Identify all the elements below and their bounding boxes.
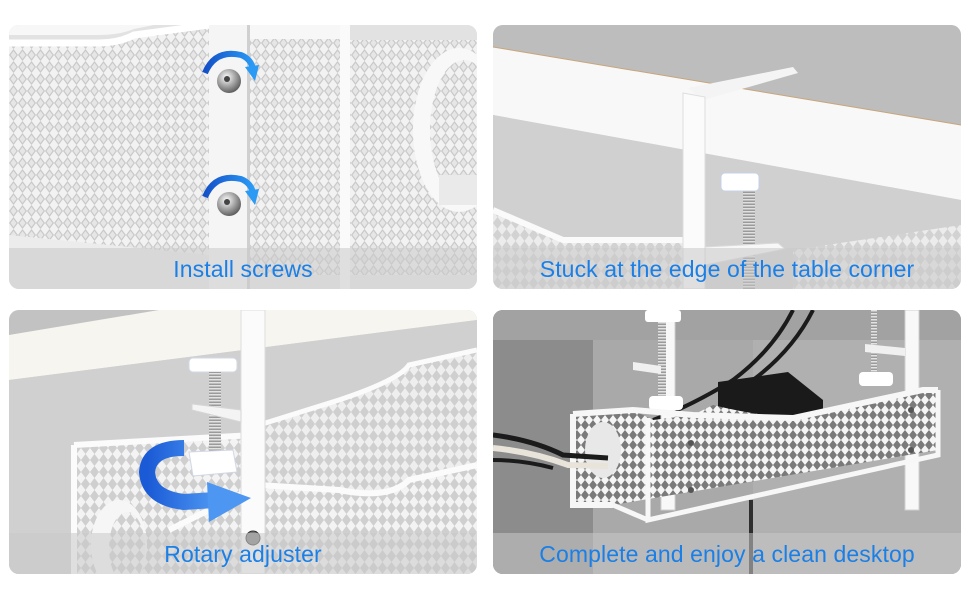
caption-table-edge: Stuck at the edge of the table corner bbox=[539, 256, 915, 282]
panel-complete: Complete and enjoy a clean desktop bbox=[493, 310, 961, 574]
photo-complete bbox=[493, 310, 961, 574]
rotary-knob-illustration bbox=[9, 310, 477, 574]
caption-install-screws: Install screws bbox=[173, 256, 313, 282]
caption-rotary-adjuster: Rotary adjuster bbox=[164, 541, 322, 567]
panel-table-edge: Stuck at the edge of the table corner bbox=[493, 25, 961, 289]
clockwise-arrow-icon bbox=[202, 174, 259, 205]
caption-background bbox=[493, 533, 961, 574]
caption-complete: Complete and enjoy a clean desktop bbox=[539, 541, 915, 567]
clockwise-arrow-icon bbox=[202, 50, 259, 81]
basket-joint-illustration bbox=[9, 25, 477, 289]
panel-install-screws: Install screws bbox=[9, 25, 477, 289]
caption-background bbox=[9, 248, 477, 289]
mounted-tray-illustration bbox=[493, 310, 961, 574]
circular-arrow-icon bbox=[138, 440, 251, 522]
caption-background bbox=[493, 248, 961, 289]
photo-rotary-adjuster bbox=[9, 310, 477, 574]
caption-background bbox=[9, 533, 477, 574]
panel-rotary-adjuster: Rotary adjuster bbox=[9, 310, 477, 574]
photo-install-screws bbox=[9, 25, 477, 289]
